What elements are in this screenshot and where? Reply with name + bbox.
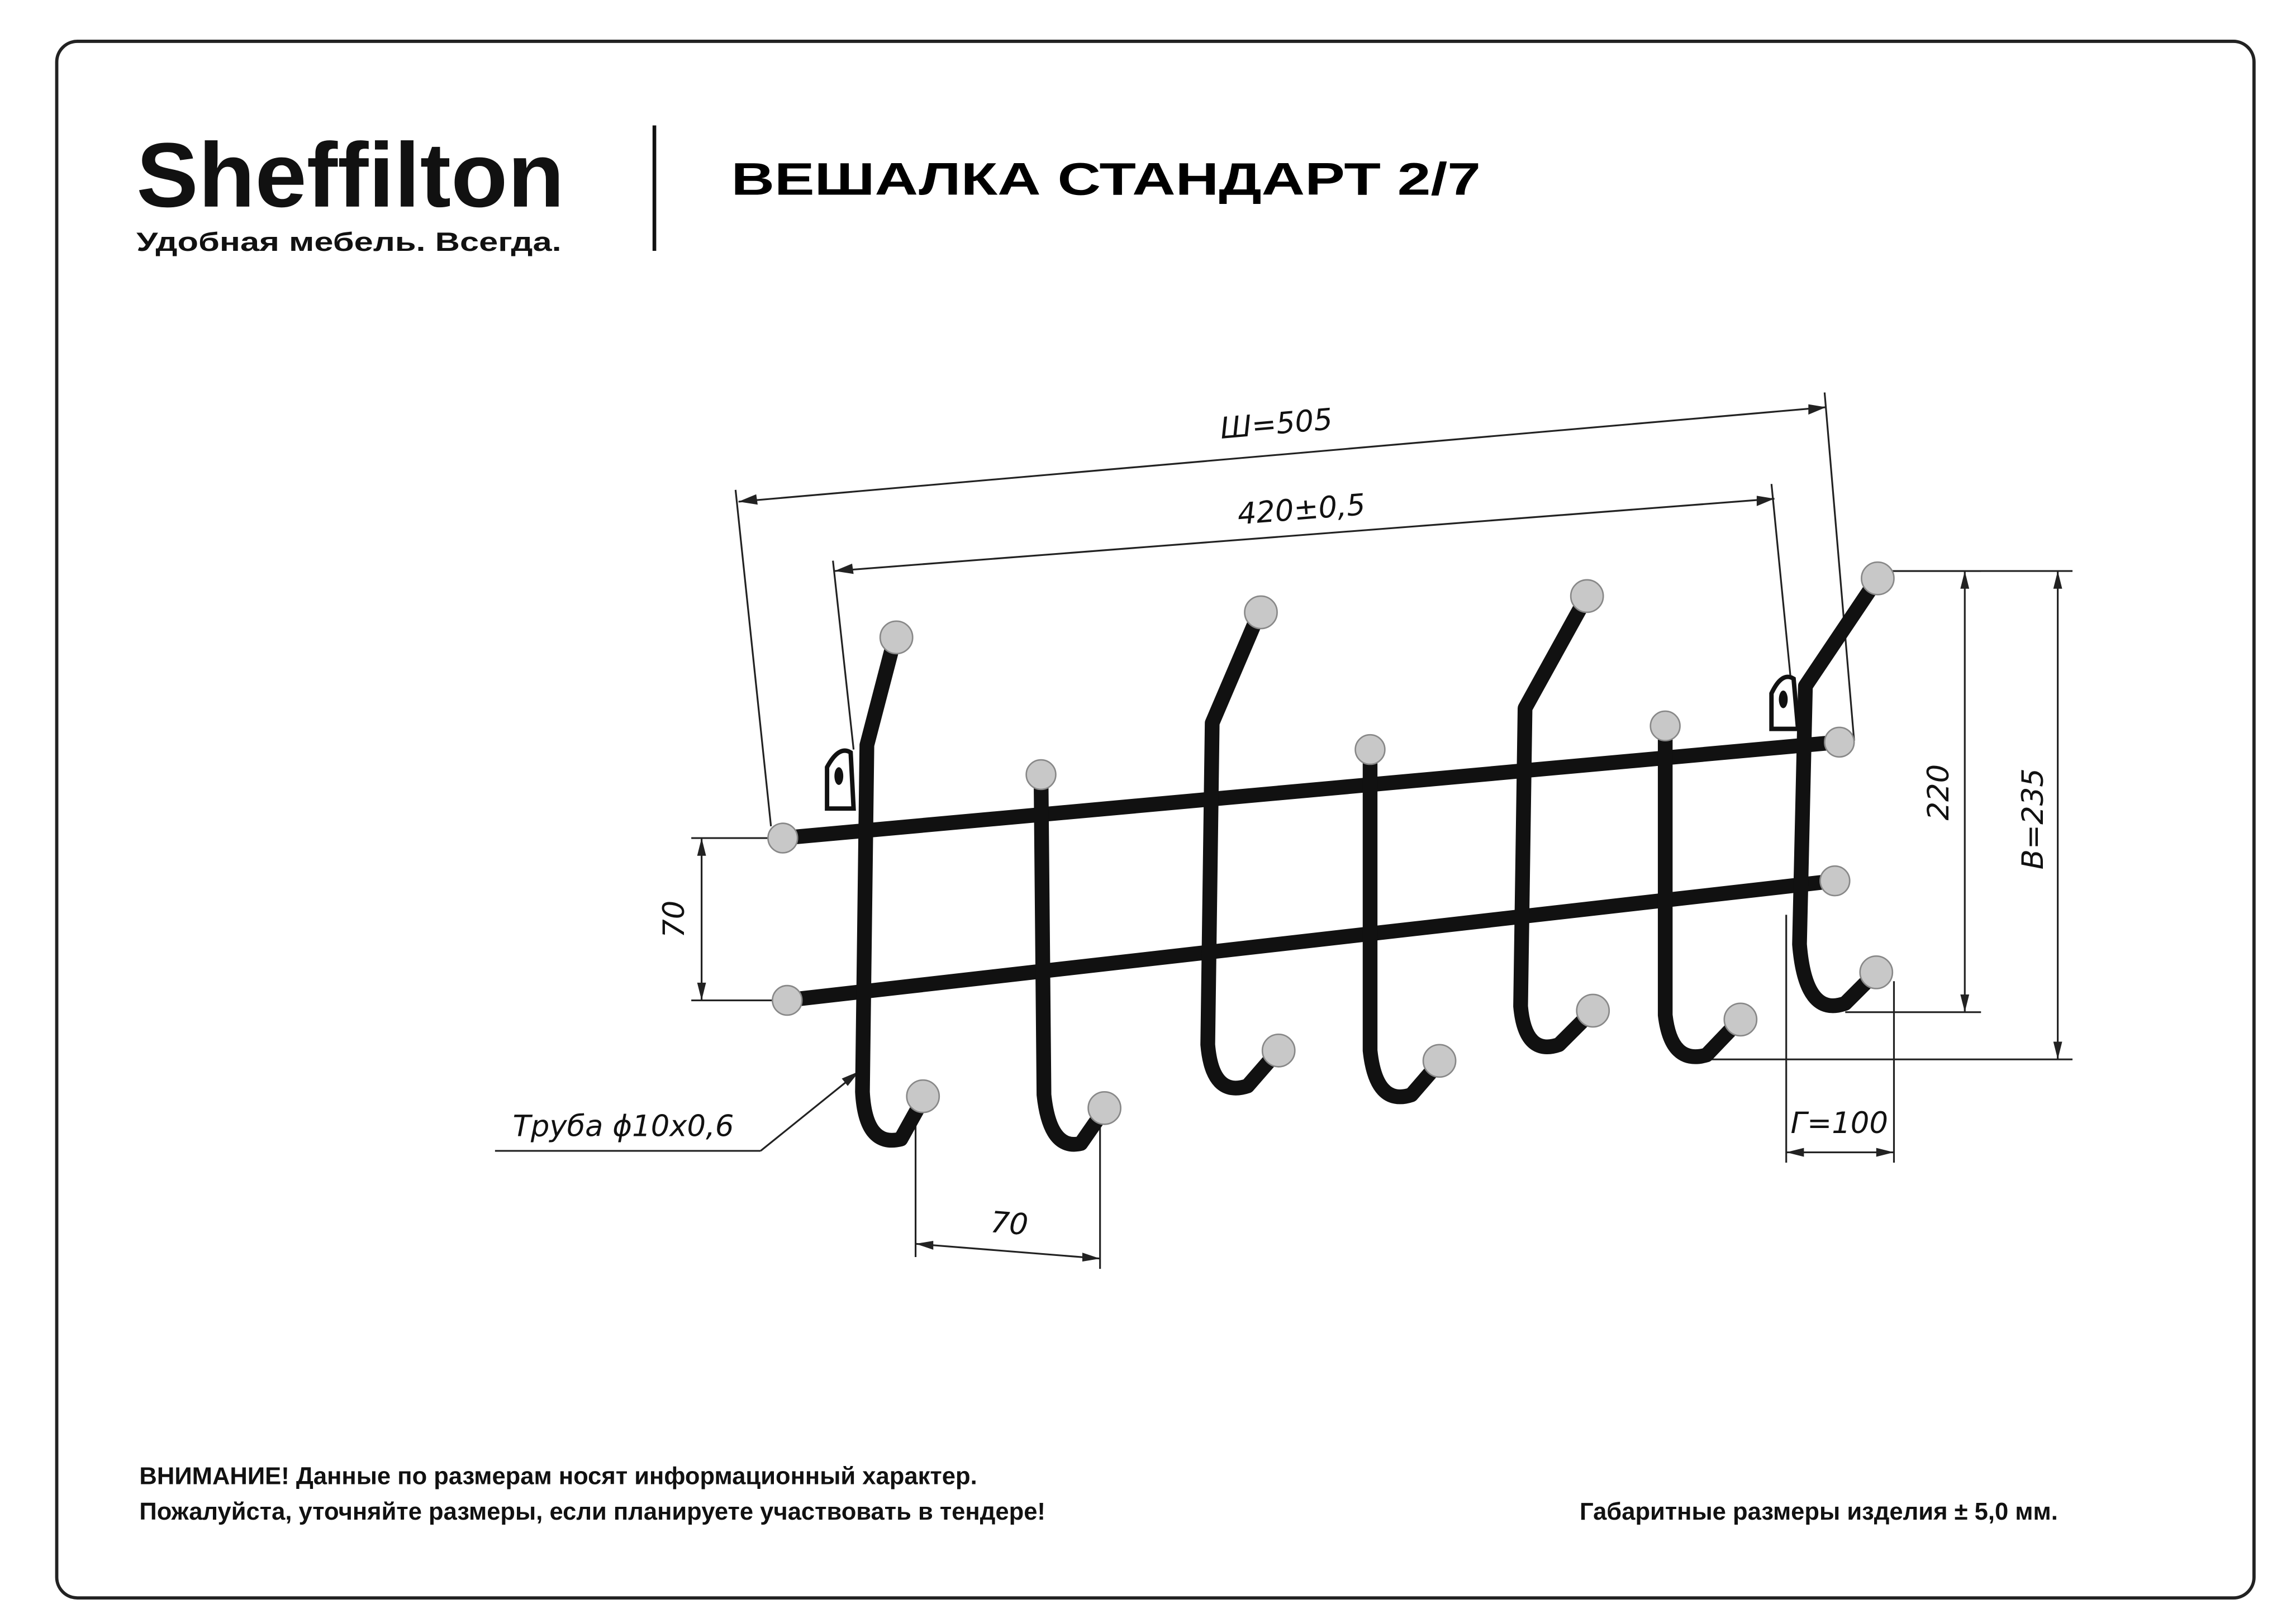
page-border [55, 40, 2256, 1600]
hook-7 [1792, 571, 1885, 1013]
hook-6 [1657, 718, 1747, 1064]
page-title: ВЕШАЛКА СТАНДАРТ 2/7 [731, 154, 1481, 205]
hook-1 [855, 630, 930, 1148]
hook-4 [1362, 742, 1447, 1105]
coat-hanger [767, 561, 1895, 1152]
dim-hook-pitch: 70 [989, 1205, 1029, 1242]
logo-tagline: Удобная мебель. Всегда. [136, 227, 562, 257]
dim-tube: Труба ϕ10х0,6 [513, 1110, 734, 1144]
logo-brand: Sheffilton [136, 124, 564, 226]
tolerance-note: Габаритные размеры изделия ± 5,0 мм. [1580, 1498, 2058, 1525]
dim-height-inner: 220 [1922, 764, 1956, 821]
dim-depth: Г=100 [1791, 1106, 1888, 1140]
warning-line-1: ВНИМАНИЕ! Данные по размерам носят инфор… [139, 1463, 977, 1490]
dim-bar-spacing: 70 [657, 901, 691, 938]
hook-2 [1033, 767, 1112, 1152]
hook-3 [1200, 605, 1285, 1096]
plastic-tips [767, 561, 1895, 1125]
hook-5 [1513, 588, 1599, 1054]
warning-line-2: Пожалуйста, уточняйте размеры, если план… [139, 1498, 1045, 1525]
dim-height-total: В=235 [2016, 768, 2050, 869]
dimension-lines [495, 392, 2073, 1269]
